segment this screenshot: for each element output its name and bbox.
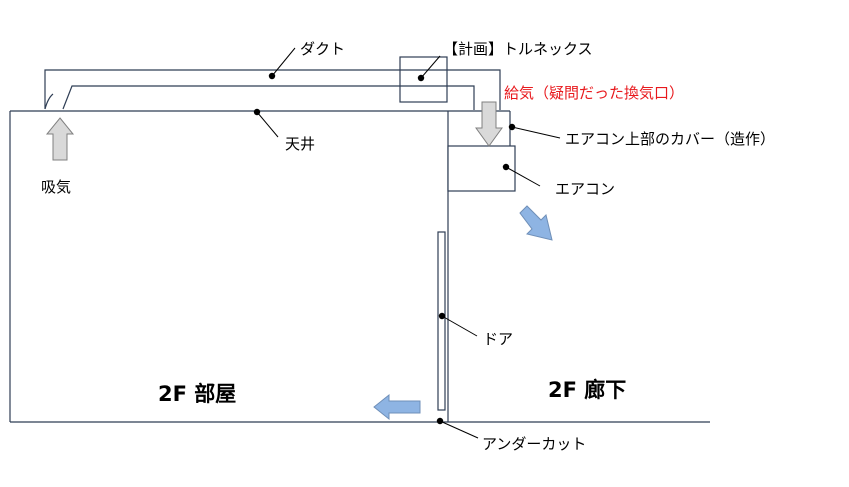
intake-label: 吸気 bbox=[41, 178, 72, 196]
diagonal-arrow-icon bbox=[519, 205, 553, 241]
duct bbox=[44, 69, 501, 110]
duct-inner-line bbox=[62, 85, 475, 110]
ac-label: エアコン bbox=[555, 180, 616, 198]
marker-dots bbox=[253, 72, 516, 425]
down-arrow-icon bbox=[475, 101, 503, 147]
leader-lines bbox=[256, 47, 561, 439]
door bbox=[437, 231, 446, 411]
tornex-box bbox=[399, 56, 448, 103]
duct-label: ダクト bbox=[300, 40, 346, 58]
undercut-label: アンダーカット bbox=[482, 435, 587, 453]
left-arrow-icon bbox=[373, 393, 421, 421]
up-arrow-icon bbox=[45, 117, 75, 161]
duct-outer-line bbox=[44, 69, 501, 110]
duct-intake-flare bbox=[44, 93, 54, 110]
room-label: 2F 部屋 bbox=[158, 382, 237, 406]
supply-label: 給気（疑問だった換気口） bbox=[504, 84, 685, 102]
tornex-label: 【計画】トルネックス bbox=[443, 40, 593, 58]
ac-cover-label: エアコン上部のカバー（造作） bbox=[565, 130, 776, 148]
door-label: ドア bbox=[483, 330, 514, 348]
hallway-label: 2F 廊下 bbox=[548, 378, 627, 402]
ceiling-label: 天井 bbox=[285, 135, 316, 153]
